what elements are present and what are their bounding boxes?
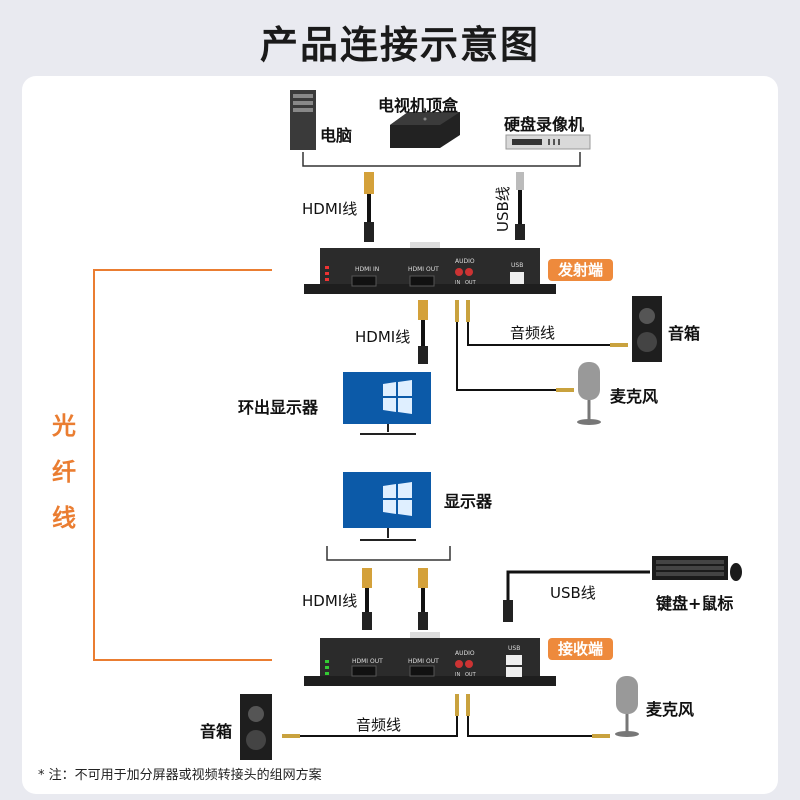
usb-cable-label-top: USB线 (494, 186, 512, 232)
loop-monitor-icon (343, 372, 431, 435)
footnote: * 注：不可用于加分屏器或视频转接头的组网方案 (38, 768, 322, 783)
page-title: 产品连接示意图 (259, 23, 540, 67)
nvr-label: 硬盘录像机 (504, 115, 585, 134)
port-out-label: OUT (465, 280, 476, 286)
hdmi-cable-loop (418, 300, 428, 364)
mic-icon-rx (615, 676, 639, 737)
port-usb-label-rx: USB (508, 645, 521, 652)
keyboard-mouse-label: 键盘+鼠标 (656, 594, 734, 613)
hdmi-cable-top (364, 172, 374, 242)
port-in-label-rx: IN (455, 672, 461, 678)
hdmi-cables-rx (362, 568, 428, 630)
monitor-label-rx: 显示器 (444, 492, 493, 511)
usb-cable-rx (503, 570, 650, 622)
mic-label-tx: 麦克风 (610, 387, 659, 406)
audio-cable-label-tx: 音频线 (510, 324, 556, 342)
fiber-label-char-2: 纤 (52, 458, 76, 486)
nvr-icon (505, 134, 591, 150)
speaker-icon-rx (240, 694, 272, 760)
keyboard-mouse-icon (652, 556, 742, 581)
receiver-device (304, 632, 556, 686)
fiber-label-char-3: 线 (52, 504, 76, 532)
port-hdmi-out1-label: HDMI OUT (352, 658, 383, 665)
port-audio-label-rx: AUDIO (455, 650, 475, 657)
audio-cable-label-rx: 音频线 (356, 716, 402, 734)
transmitter-device (304, 242, 556, 294)
loop-monitor-label: 环出显示器 (238, 398, 319, 417)
transmitter-badge: 发射端 (548, 259, 614, 281)
hdmi-cable-label-rx: HDMI线 (302, 592, 358, 610)
audio-cables-rx (282, 694, 610, 738)
hdmi-cable-label-top: HDMI线 (302, 200, 358, 218)
mic-icon-tx (577, 362, 601, 425)
source-bracket (302, 152, 581, 167)
computer-icon (290, 90, 316, 150)
port-hdmi-out2-label: HDMI OUT (408, 658, 439, 665)
port-usb-label: USB (511, 262, 524, 269)
speaker-label-tx: 音箱 (668, 324, 701, 343)
tv-box-icon (390, 112, 460, 148)
speaker-label-rx: 音箱 (200, 722, 233, 741)
port-hdmi-out-label: HDMI OUT (408, 266, 439, 273)
audio-cables-tx (455, 300, 628, 392)
port-hdmi-in-label: HDMI IN (355, 266, 380, 273)
monitor-icon-rx (343, 472, 431, 541)
tv-box-label: 电视机顶盒 (378, 96, 459, 115)
port-out-label-rx: OUT (465, 672, 476, 678)
fiber-label-char-1: 光 (52, 412, 76, 440)
hdmi-cable-label-loop: HDMI线 (355, 328, 411, 346)
mic-label-rx: 麦克风 (646, 700, 695, 719)
speaker-icon-tx (632, 296, 662, 362)
usb-cable-label-rx: USB线 (550, 584, 596, 602)
monitor-bracket-rx (326, 546, 451, 561)
computer-label: 电脑 (320, 126, 353, 145)
port-audio-label: AUDIO (455, 258, 475, 265)
port-in-label: IN (455, 280, 461, 286)
fiber-line (93, 269, 272, 661)
usb-cable-top (515, 172, 525, 240)
receiver-badge: 接收端 (548, 638, 614, 660)
